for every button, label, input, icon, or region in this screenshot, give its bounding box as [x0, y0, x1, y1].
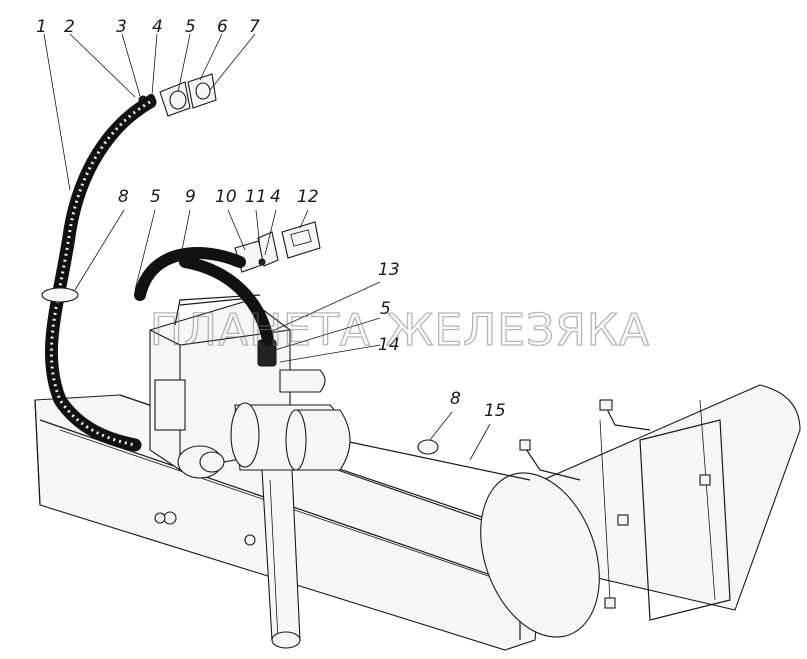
- callout-4: 4: [270, 187, 281, 207]
- leader-lines: [43, 33, 491, 461]
- air-intake-hose: [134, 247, 274, 346]
- callout-2: 2: [64, 17, 75, 37]
- fuel-line-rod: [339, 439, 531, 481]
- watermark-text: ПЛАНЕТА ЖЕЛЕЗЯКА: [150, 305, 650, 356]
- middle-flange-assembly: [234, 221, 321, 273]
- callout-8: 8: [450, 389, 461, 409]
- clamp-8-lower: [417, 439, 439, 455]
- muffler: [480, 384, 801, 638]
- callout-13: 13: [378, 260, 400, 280]
- upper-flange-assembly: [138, 73, 217, 117]
- callout-3: 3: [116, 17, 127, 37]
- callout-5: 5: [150, 187, 161, 207]
- exhaust-pipe-vertical: [261, 469, 301, 649]
- callout-4: 4: [152, 17, 163, 37]
- callout-15: 15: [484, 401, 506, 421]
- corrugated-exhaust-hose: [44, 95, 157, 452]
- callout-7: 7: [249, 17, 260, 37]
- callout-14: 14: [378, 335, 400, 355]
- callout-labels: 1 2 3 4 5 6 7 8 5 9 10 11 4 12 13 5 14 8…: [36, 17, 506, 421]
- callout-10: 10: [215, 187, 237, 207]
- callout-11: 11: [245, 187, 267, 207]
- callout-8: 8: [118, 187, 129, 207]
- callout-5: 5: [380, 299, 391, 319]
- callout-9: 9: [185, 187, 196, 207]
- clamp-8-upper: [41, 287, 79, 303]
- callout-6: 6: [217, 17, 228, 37]
- callout-12: 12: [297, 187, 319, 207]
- callout-1: 1: [36, 17, 47, 37]
- callout-5: 5: [185, 17, 196, 37]
- heater-unit: [149, 294, 351, 524]
